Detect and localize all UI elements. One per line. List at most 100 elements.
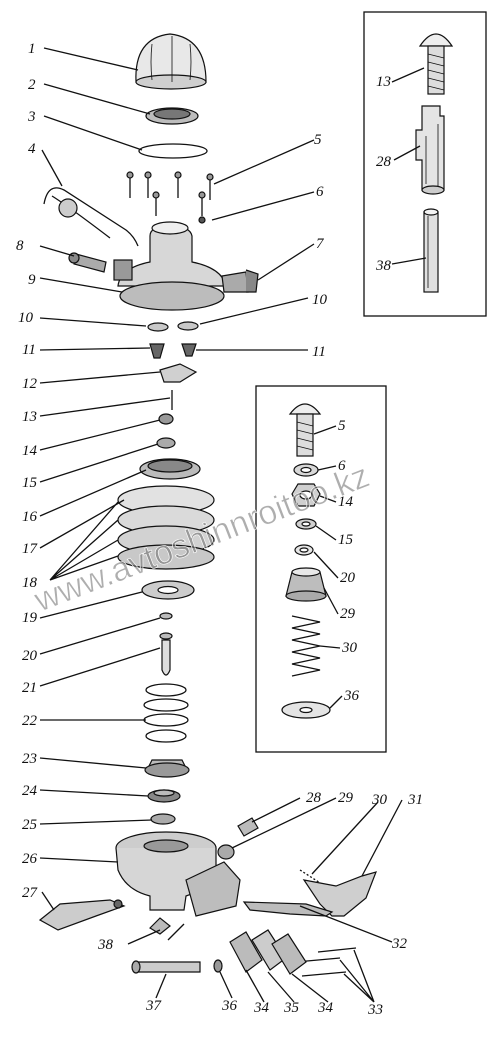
main-labels: 1 2 3 4 5 6 8 7 9 10 10 11 11 12 13 14 1… (16, 41, 423, 1018)
part-gaskets-34-35 (229, 929, 307, 975)
label-15: 15 (22, 475, 38, 491)
part-pin-28 (237, 817, 259, 837)
label-35: 35 (283, 1000, 300, 1016)
part-lever-27 (38, 899, 126, 931)
part-spring-22 (143, 683, 189, 743)
inset-mid-label-29: 29 (340, 606, 356, 622)
label-27: 27 (22, 885, 39, 901)
label-21: 21 (22, 680, 37, 696)
label-8: 8 (16, 238, 24, 254)
part-cup-24 (147, 789, 181, 803)
part-valves-11 (149, 343, 197, 359)
part-washers-10 (147, 321, 199, 332)
label-10b: 10 (312, 292, 328, 308)
part-cap (135, 33, 207, 90)
part-lever-31 (302, 871, 377, 917)
label-14: 14 (22, 443, 38, 459)
label-22: 22 (22, 713, 38, 729)
inset-mid-label-14: 14 (338, 494, 354, 510)
leader-lines (39, 47, 427, 1003)
label-13: 13 (22, 409, 37, 425)
label-23: 23 (22, 751, 37, 767)
inset-top-screw-part (418, 33, 454, 95)
label-11b: 11 (312, 344, 326, 360)
label-16: 16 (22, 509, 38, 525)
label-4: 4 (28, 141, 36, 157)
label-26: 26 (22, 851, 38, 867)
part-lower-housing-26 (115, 831, 241, 917)
part-washer-20 (159, 612, 173, 620)
inset-top-frame (363, 11, 487, 317)
part-nut-15 (156, 437, 176, 449)
label-3: 3 (27, 109, 36, 125)
label-37: 37 (145, 998, 163, 1014)
inset-top-label-28: 28 (376, 154, 392, 170)
part-seat-23 (144, 759, 190, 778)
label-25: 25 (22, 817, 38, 833)
label-31: 31 (407, 792, 423, 808)
part-bush-29 (217, 844, 235, 860)
label-11a: 11 (22, 342, 36, 358)
inset-mid-label-5: 5 (338, 418, 346, 434)
part-washer-36 (213, 959, 223, 973)
label-9: 9 (28, 272, 36, 288)
label-10a: 10 (18, 310, 34, 326)
label-18: 18 (22, 575, 38, 591)
label-2: 2 (28, 77, 36, 93)
part-gasket-ring (138, 143, 208, 159)
label-17: 17 (22, 541, 39, 557)
part-small-screws (126, 171, 214, 224)
inset-mid-plate-part (281, 701, 331, 719)
label-6: 6 (316, 184, 324, 200)
inset-mid-label-30: 30 (341, 640, 358, 656)
part-nut-14 (158, 413, 174, 425)
inset-mid-nut-part (291, 483, 321, 507)
inset-top-rod-part (423, 208, 439, 293)
inset-mid-washer2-part (295, 518, 317, 530)
inset-mid-screw-part (288, 403, 322, 457)
inset-mid-label-15: 15 (338, 532, 354, 548)
label-33: 33 (367, 1002, 383, 1018)
label-7: 7 (316, 236, 325, 252)
inset-mid-frame (255, 385, 387, 753)
label-1: 1 (28, 41, 36, 57)
inset-top-pin-part (415, 105, 445, 195)
inset-mid-washer3-part (294, 544, 314, 556)
label-19: 19 (22, 610, 38, 626)
part-rod-21 (159, 632, 173, 676)
inset-mid-label-20: 20 (340, 570, 356, 586)
label-34b: 34 (317, 1000, 334, 1016)
inset-top-labels: 13 28 38 (375, 74, 392, 274)
part-spring-30 (299, 869, 329, 889)
label-38: 38 (97, 937, 114, 953)
label-32: 32 (391, 936, 408, 952)
label-20: 20 (22, 648, 38, 664)
part-spring-clip (43, 187, 139, 247)
inset-top-label-13: 13 (376, 74, 391, 90)
label-29: 29 (338, 790, 354, 806)
part-plate-12 (159, 363, 198, 383)
inset-mid-label-36: 36 (343, 688, 360, 704)
part-bolt-37 (131, 960, 201, 974)
label-30: 30 (371, 792, 388, 808)
label-28: 28 (306, 790, 322, 806)
label-12: 12 (22, 376, 38, 392)
part-fitting-left (68, 252, 107, 273)
inset-mid-spring-part (291, 615, 321, 677)
label-24: 24 (22, 783, 38, 799)
part-ring-25 (150, 813, 176, 825)
inset-mid-label-6: 6 (338, 458, 346, 474)
part-discs-18 (117, 485, 215, 570)
inset-mid-washer-part (293, 463, 319, 477)
inset-mid-cap-part (285, 567, 327, 602)
label-34a: 34 (253, 1000, 270, 1016)
inset-mid-labels: 5 6 14 15 20 29 30 36 (338, 418, 360, 704)
part-upper-housing (113, 221, 259, 311)
label-36: 36 (221, 998, 238, 1014)
part-ring-19 (141, 580, 195, 600)
part-pin-38 (149, 917, 185, 941)
part-diaphragm-16 (139, 458, 201, 480)
part-filter-cup (145, 107, 199, 125)
label-5: 5 (314, 132, 322, 148)
